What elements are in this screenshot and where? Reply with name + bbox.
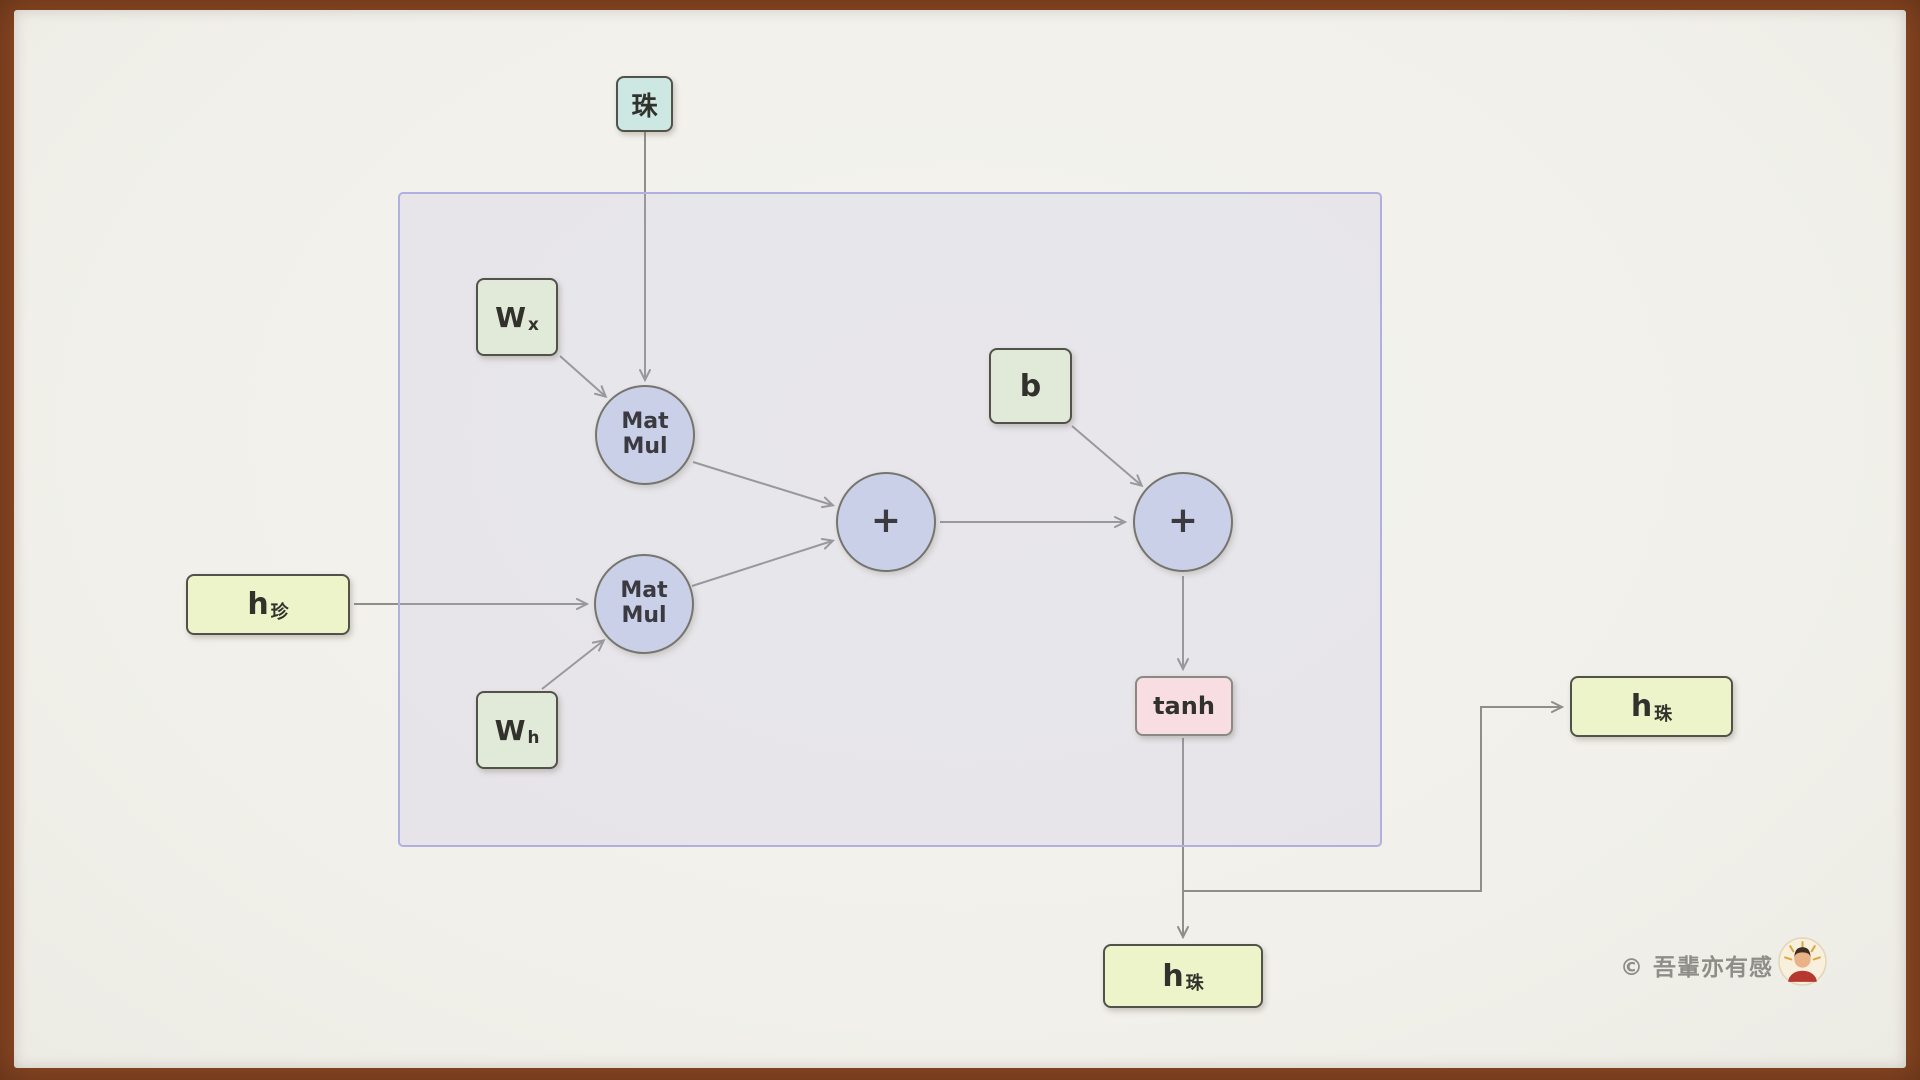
avatar-face [1794,951,1811,968]
node-tanh-label: tanh [1153,692,1215,720]
node-tanh: tanh [1135,676,1233,736]
node-input-token: 珠 [616,76,673,132]
node-bias-label: b [1019,368,1042,404]
node-input-label: 珠 [631,91,658,122]
arrow-branch-to-hnext-right [1183,707,1561,892]
avatar-rays [1784,941,1821,961]
arrow-wh-to-matmul-bottom [541,641,603,690]
op-matmul-top: Mat Mul [595,385,695,485]
node-bias: b [989,348,1072,424]
arrow-matmul-bottom-to-add-left [691,541,832,587]
op-matmul-bottom: Mat Mul [594,554,694,654]
avatar-body [1788,970,1817,982]
avatar-hair [1794,947,1811,959]
author-avatar [1778,937,1827,986]
arrows-layer [354,132,1906,1068]
arrow-bias-to-add-right [1071,425,1141,485]
op-add-left: + [836,472,936,572]
arrow-wx-to-matmul-top [559,355,605,396]
arrow-matmul-top-to-add-left [692,461,832,505]
copyright-text: © 吾輩亦有感 [1619,955,1773,981]
op-add-right: + [1133,472,1233,572]
